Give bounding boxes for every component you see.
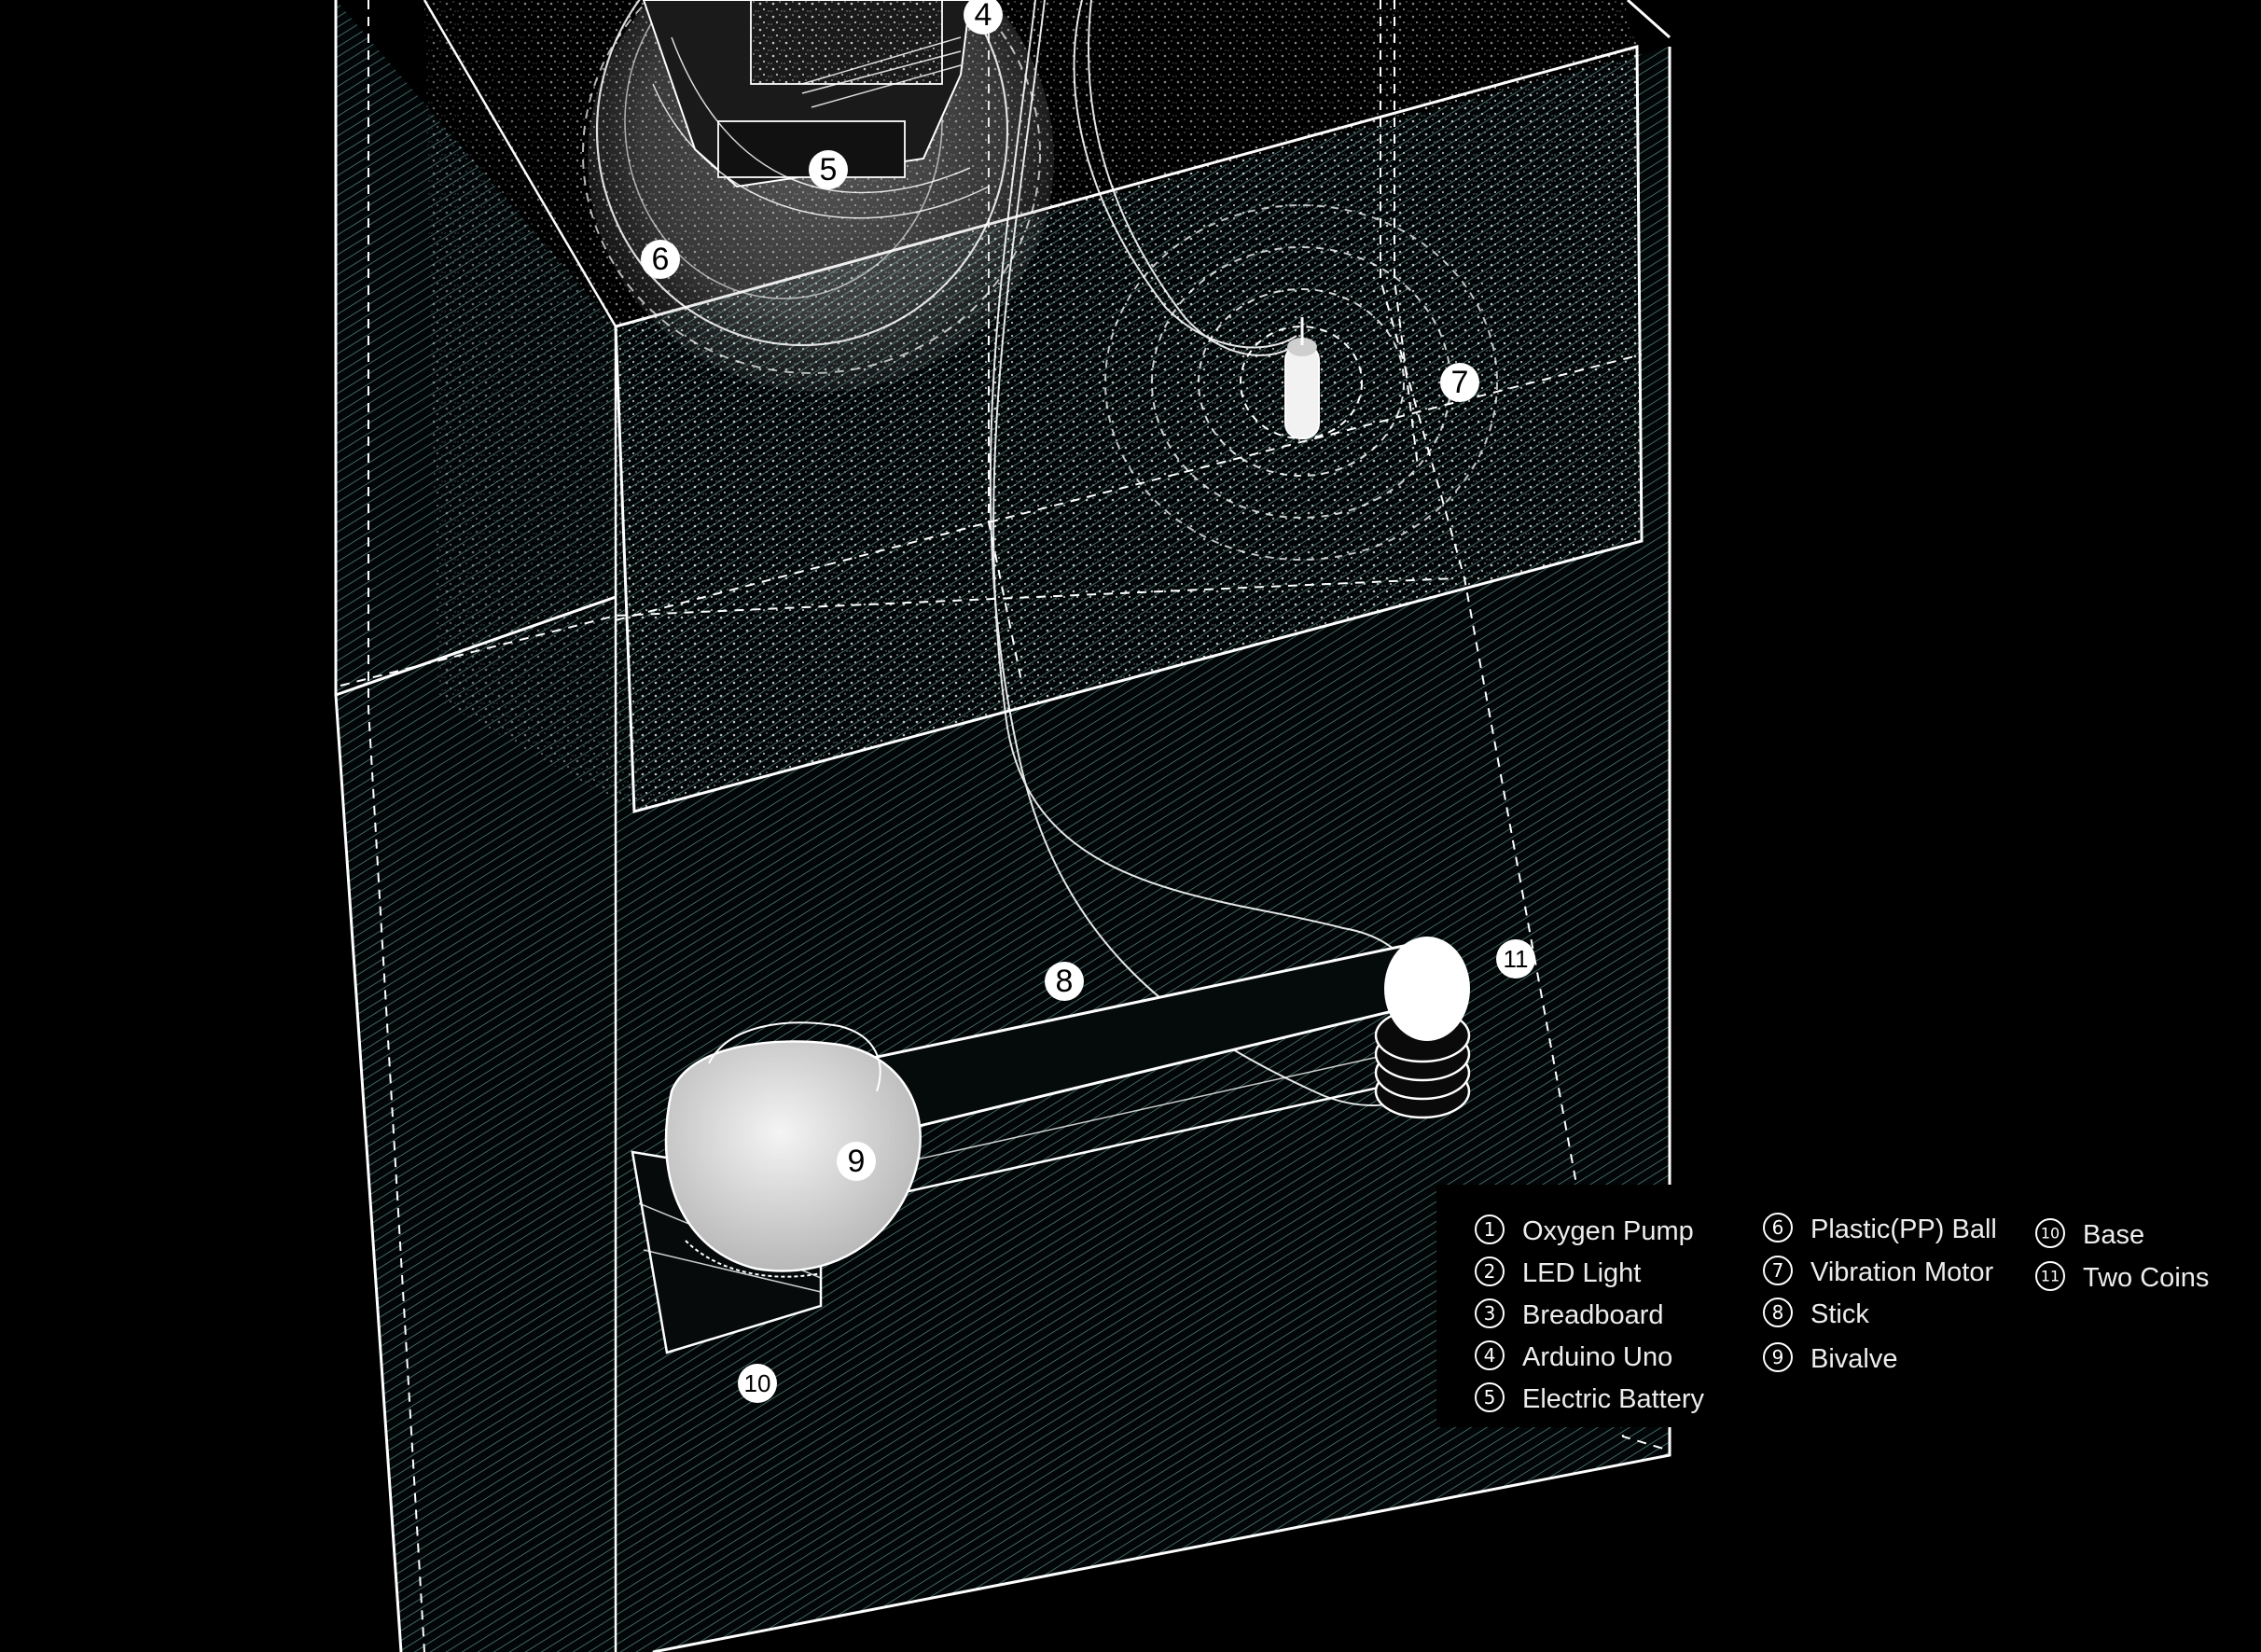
svg-text:7: 7 — [1451, 365, 1469, 400]
svg-text:7: 7 — [1772, 1259, 1784, 1282]
svg-text:8: 8 — [1772, 1301, 1784, 1324]
inner-container-top-edge — [1628, 0, 1670, 37]
callout-10: 10 — [738, 1364, 777, 1403]
svg-text:Base: Base — [2083, 1220, 2144, 1250]
callout-11: 11 — [1496, 939, 1535, 979]
two-coins — [1376, 937, 1469, 1118]
callout-8: 8 — [1045, 962, 1084, 1001]
svg-text:6: 6 — [652, 242, 670, 277]
legend: 1 Oxygen Pump 2 LED Light 3 Breadboard 4… — [1436, 1185, 2261, 1427]
svg-text:Breadboard: Breadboard — [1522, 1300, 1664, 1330]
callout-9: 9 — [837, 1142, 876, 1181]
svg-text:Stick: Stick — [1810, 1299, 1869, 1329]
svg-text:10: 10 — [744, 1369, 771, 1397]
svg-text:10: 10 — [2041, 1225, 2060, 1242]
svg-text:1: 1 — [1484, 1218, 1496, 1241]
callout-6: 6 — [641, 240, 680, 279]
callout-5: 5 — [809, 150, 848, 189]
svg-text:9: 9 — [1772, 1346, 1784, 1368]
svg-text:Vibration Motor: Vibration Motor — [1810, 1257, 1993, 1287]
svg-text:6: 6 — [1772, 1216, 1784, 1239]
svg-text:Electric Battery: Electric Battery — [1522, 1384, 1704, 1414]
vibration-motor-body — [1285, 345, 1319, 438]
svg-text:3: 3 — [1484, 1302, 1496, 1325]
svg-text:Oxygen Pump: Oxygen Pump — [1522, 1216, 1694, 1246]
svg-text:Bivalve: Bivalve — [1810, 1344, 1898, 1374]
svg-text:8: 8 — [1056, 964, 1074, 999]
svg-text:4: 4 — [975, 0, 992, 33]
svg-text:9: 9 — [848, 1144, 866, 1179]
svg-text:LED Light: LED Light — [1522, 1258, 1641, 1288]
svg-text:11: 11 — [1504, 945, 1529, 973]
svg-text:4: 4 — [1484, 1344, 1496, 1367]
svg-text:11: 11 — [2041, 1268, 2060, 1285]
svg-text:Arduino Uno: Arduino Uno — [1522, 1342, 1672, 1372]
svg-text:2: 2 — [1484, 1260, 1496, 1283]
svg-text:Plastic(PP) Ball: Plastic(PP) Ball — [1810, 1215, 1997, 1244]
svg-text:Two Coins: Two Coins — [2083, 1263, 2209, 1293]
svg-text:5: 5 — [1484, 1386, 1496, 1409]
svg-text:5: 5 — [820, 152, 838, 187]
callout-7: 7 — [1440, 363, 1479, 402]
